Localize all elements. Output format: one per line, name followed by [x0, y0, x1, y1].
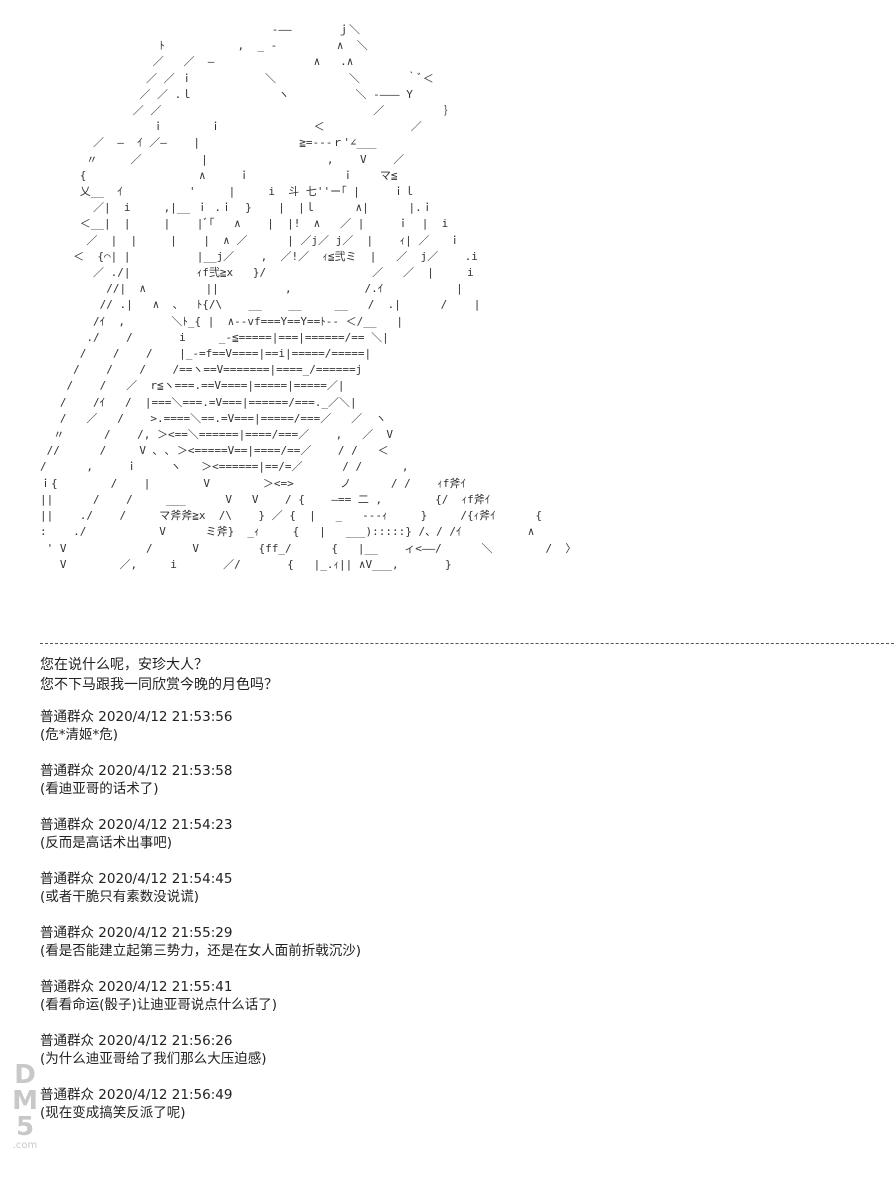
comment-text: (为什么迪亚哥给了我们那么大压迫感): [40, 1051, 267, 1067]
watermark-letter: D: [14, 1060, 36, 1090]
dashed-divider: [40, 643, 894, 644]
ascii-art-illustration: -―― ｊ＼ ﾄ , _ - ∧ ＼ ／ ／ ― ∧ .∧ ／ ／ ｉ ＼ ＼ …: [40, 23, 577, 571]
watermark-letter: 5: [15, 1112, 35, 1142]
comment-user: 普通群众: [40, 871, 94, 887]
comment-user: 普通群众: [40, 1033, 94, 1049]
comment-list: 普通群众 2020/4/12 21:53:56 (危*清姬*危) 普通群众 20…: [40, 708, 860, 1140]
comment-user: 普通群众: [40, 817, 94, 833]
site-watermark-logo: D M 5 .com: [8, 1062, 42, 1168]
ascii-art-text: -―― ｊ＼ ﾄ , _ - ∧ ＼ ／ ／ ― ∧ .∧ ／ ／ ｉ ＼ ＼ …: [40, 23, 577, 571]
comment-text: (现在变成搞笑反派了呢): [40, 1105, 186, 1121]
comment-time: 2020/4/12 21:53:56: [98, 709, 233, 725]
comment-text: (看是否能建立起第三势力，还是在女人面前折戟沉沙): [40, 943, 362, 959]
comment-item: 普通群众 2020/4/12 21:55:41 (看看命运(骰子)让迪亚哥说点什…: [40, 978, 860, 1032]
comment-time: 2020/4/12 21:56:49: [98, 1087, 233, 1103]
comment-item: 普通群众 2020/4/12 21:53:58 (看迪亚哥的话术了): [40, 762, 860, 816]
comment-time: 2020/4/12 21:56:26: [98, 1033, 233, 1049]
comment-time: 2020/4/12 21:54:23: [98, 817, 233, 833]
comment-meta: 普通群众 2020/4/12 21:55:41: [40, 978, 860, 996]
comment-meta: 普通群众 2020/4/12 21:56:26: [40, 1032, 860, 1050]
comment-time: 2020/4/12 21:53:58: [98, 763, 233, 779]
comment-item: 普通群众 2020/4/12 21:53:56 (危*清姬*危): [40, 708, 860, 762]
comment-item: 普通群众 2020/4/12 21:55:29 (看是否能建立起第三势力，还是在…: [40, 924, 860, 978]
comment-item: 普通群众 2020/4/12 21:56:49 (现在变成搞笑反派了呢): [40, 1086, 860, 1140]
comment-user: 普通群众: [40, 979, 94, 995]
watermark-letter: M: [12, 1086, 38, 1116]
comment-time: 2020/4/12 21:55:29: [98, 925, 233, 941]
comment-time: 2020/4/12 21:55:41: [98, 979, 233, 995]
dialogue-line: 您在说什么呢，安珍大人？: [40, 657, 208, 673]
comment-meta: 普通群众 2020/4/12 21:54:45: [40, 870, 860, 888]
comment-text: (危*清姬*危): [40, 727, 119, 743]
comment-meta: 普通群众 2020/4/12 21:53:56: [40, 708, 860, 726]
comment-user: 普通群众: [40, 709, 94, 725]
comment-text: (看迪亚哥的话术了): [40, 781, 159, 797]
comment-user: 普通群众: [40, 925, 94, 941]
comment-meta: 普通群众 2020/4/12 21:53:58: [40, 762, 860, 780]
comment-item: 普通群众 2020/4/12 21:54:23 (反而是高话术出事吧): [40, 816, 860, 870]
comment-user: 普通群众: [40, 763, 94, 779]
comment-meta: 普通群众 2020/4/12 21:54:23: [40, 816, 860, 834]
dialogue-block: 您在说什么呢，安珍大人？ 您不下马跟我一同欣赏今晚的月色吗？: [40, 655, 278, 695]
comment-text: (反而是高话术出事吧): [40, 835, 173, 851]
comment-item: 普通群众 2020/4/12 21:54:45 (或者干脆只有素数没说谎): [40, 870, 860, 924]
comment-user: 普通群众: [40, 1087, 94, 1103]
comment-text: (或者干脆只有素数没说谎): [40, 889, 200, 905]
comment-meta: 普通群众 2020/4/12 21:56:49: [40, 1086, 860, 1104]
dialogue-line: 您不下马跟我一同欣赏今晚的月色吗？: [40, 677, 278, 693]
comment-item: 普通群众 2020/4/12 21:56:26 (为什么迪亚哥给了我们那么大压迫…: [40, 1032, 860, 1086]
comment-time: 2020/4/12 21:54:45: [98, 871, 233, 887]
comment-meta: 普通群众 2020/4/12 21:55:29: [40, 924, 860, 942]
watermark-suffix: .com: [12, 1140, 38, 1151]
comment-text: (看看命运(骰子)让迪亚哥说点什么话了): [40, 997, 278, 1013]
